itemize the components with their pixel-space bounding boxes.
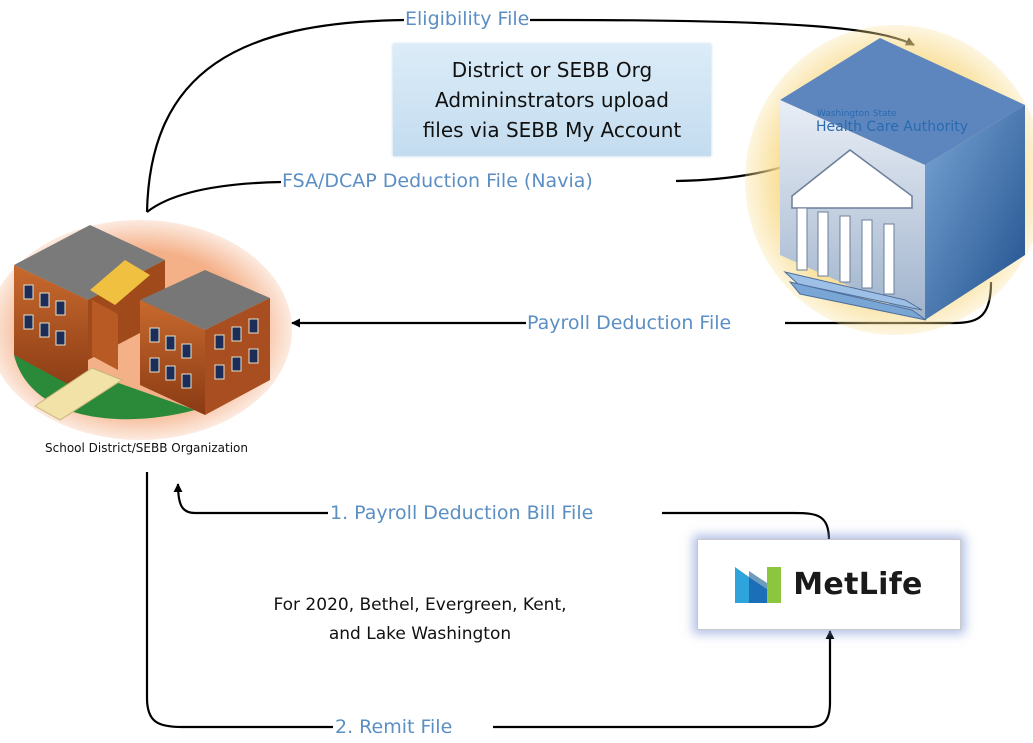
payroll-deduction-bill-file-label: 1. Payroll Deduction Bill File bbox=[329, 501, 595, 525]
hca-brand-plaque: Washington State Health Care Authority bbox=[808, 103, 986, 143]
upload-note-line-3: files via SEBB My Account bbox=[422, 118, 682, 142]
metlife-name-text: MetLife bbox=[793, 567, 923, 602]
payroll-deduction-file-label: Payroll Deduction File bbox=[526, 311, 733, 335]
fsa-dcap-file-label: FSA/DCAP Deduction File (Navia) bbox=[281, 169, 594, 193]
participating-districts-line-2: and Lake Washington bbox=[328, 624, 512, 644]
metlife-logo-icon bbox=[735, 566, 782, 603]
participating-districts-note: For 2020, Bethel, Evergreen, Kent, and L… bbox=[240, 591, 600, 649]
school-district-caption: School District/SEBB Organization bbox=[45, 441, 248, 455]
metlife-box: MetLife bbox=[697, 539, 961, 630]
hca-state-text: Washington State bbox=[817, 109, 897, 119]
upload-note-line-1: District or SEBB Org bbox=[451, 58, 653, 82]
upload-note-box: District or SEBB Org Admininstrators upl… bbox=[393, 44, 711, 156]
upload-note-line-2: Admininstrators upload bbox=[435, 88, 669, 112]
government-building-icon bbox=[745, 25, 1033, 335]
eligibility-file-label: Eligibility File bbox=[404, 7, 531, 31]
remit-file-label: 2. Remit File bbox=[334, 715, 454, 739]
hca-name-text: Health Care Authority bbox=[816, 119, 969, 135]
bill-file-connector bbox=[178, 484, 831, 542]
participating-districts-line-1: For 2020, Bethel, Evergreen, Kent, bbox=[273, 595, 567, 615]
remit-file-connector bbox=[145, 472, 830, 729]
school-building-icon bbox=[0, 220, 292, 440]
